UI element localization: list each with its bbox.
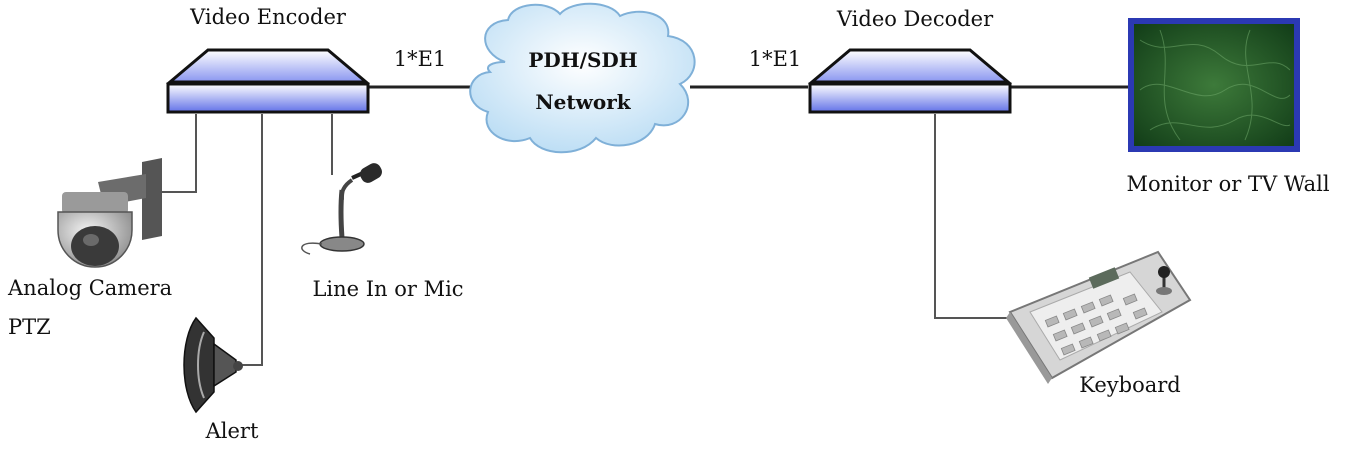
- microphone-icon: [301, 163, 382, 255]
- keyboard-icon: [1006, 250, 1192, 384]
- left-link-label: 1*E1: [394, 47, 447, 71]
- network-cloud-icon: [469, 2, 696, 154]
- keyboard-label: Keyboard: [1079, 373, 1181, 397]
- video-encoder-label: Video Encoder: [189, 5, 347, 29]
- network-label-line1: PDH/SDH: [528, 48, 637, 72]
- decoder-branch-line: [934, 114, 1010, 319]
- alert-siren-icon: [183, 316, 243, 414]
- monitor-label: Monitor or TV Wall: [1126, 172, 1329, 196]
- monitor-icon: [1128, 18, 1300, 152]
- mic-label: Line In or Mic: [312, 277, 463, 301]
- network-label-line2: Network: [535, 90, 631, 114]
- encoder-branch-lines: [160, 114, 333, 366]
- alert-label: Alert: [205, 419, 259, 443]
- video-encoder: [165, 48, 371, 114]
- camera-label-line2: PTZ: [8, 315, 51, 339]
- camera-label-line1: Analog Camera: [7, 276, 172, 300]
- right-link-label: 1*E1: [749, 47, 802, 71]
- video-decoder: [807, 48, 1013, 114]
- video-decoder-label: Video Decoder: [836, 7, 994, 31]
- ptz-camera-icon: [57, 158, 162, 268]
